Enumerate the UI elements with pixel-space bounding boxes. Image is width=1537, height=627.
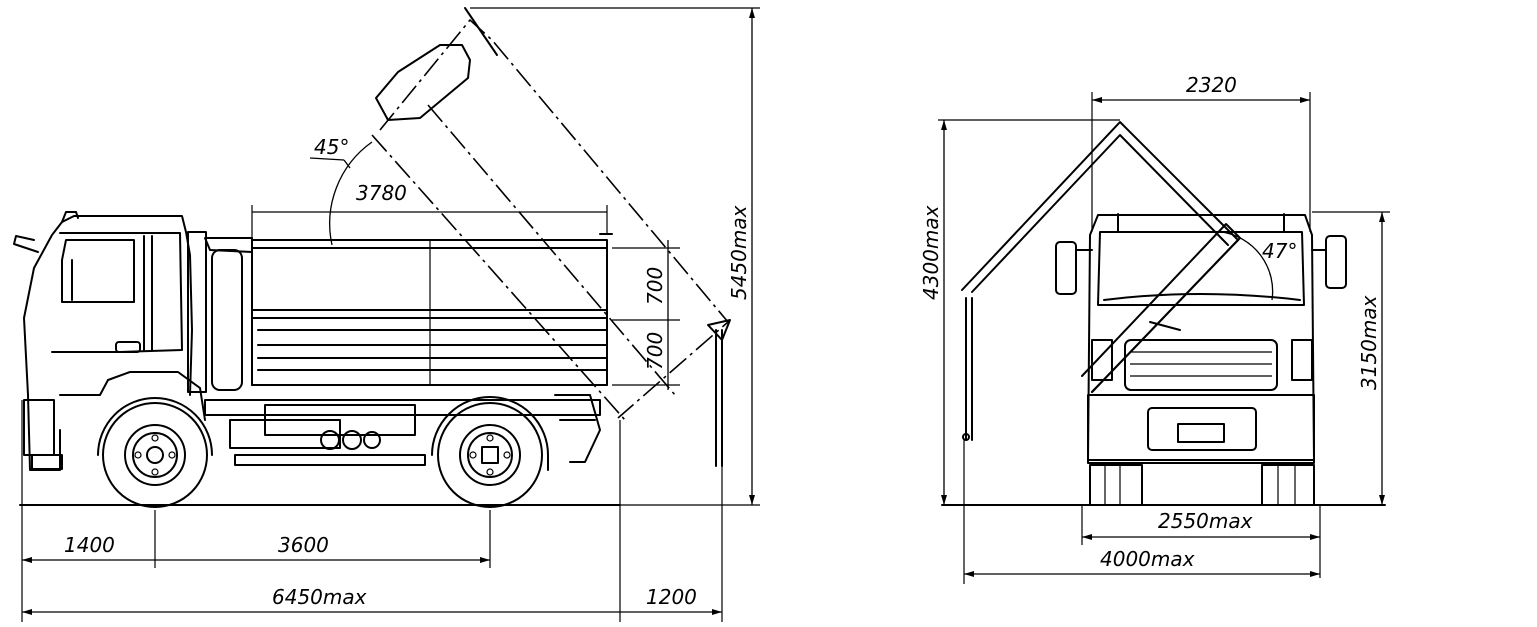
chassis (204, 394, 601, 466)
front-view-truck (941, 121, 1386, 506)
dim-side-height-upper: 700 (643, 267, 667, 305)
dim-max-height-raised: 5450max (727, 205, 751, 300)
dim-max-width-raised: 4000max (1100, 547, 1195, 571)
side-view-dimensions (21, 7, 760, 622)
side-view-truck (13, 7, 731, 508)
front-wheel (97, 397, 213, 508)
dim-tipping-angle-front: 47° (1262, 239, 1297, 263)
dump-body-lowered (204, 233, 613, 386)
dim-wheelbase: 3600 (278, 533, 329, 557)
dim-overall-width: 2550max (1158, 509, 1253, 533)
dim-body-width: 2320 (1186, 73, 1237, 97)
dim-max-height-raised-front: 4300max (919, 205, 943, 300)
dim-body-length: 3780 (356, 181, 407, 205)
front-view-dimensions (938, 92, 1390, 584)
dim-overall-height: 3150max (1357, 295, 1381, 390)
dim-rear-overhang: 1200 (646, 585, 697, 609)
dim-front-overhang: 1400 (64, 533, 115, 557)
cab (13, 211, 243, 471)
dim-tipping-angle-side: 45° (314, 135, 349, 159)
rear-wheel (431, 396, 549, 508)
dump-body-raised (371, 7, 731, 467)
dim-overall-length: 6450max (272, 585, 367, 609)
dim-side-height-lower: 700 (643, 332, 667, 370)
